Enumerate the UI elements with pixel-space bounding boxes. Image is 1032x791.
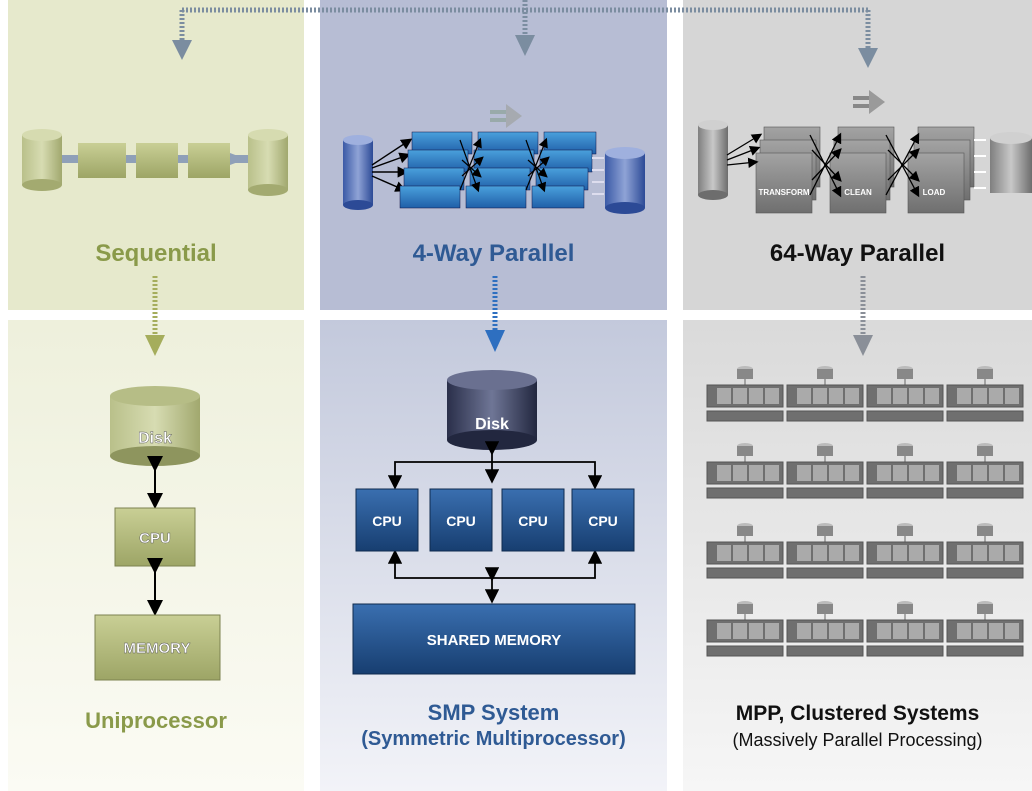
target-cylinder-icon [248,129,288,196]
fanout-arrows [371,138,413,192]
cpu-label-4: CPU [588,513,618,529]
cpu-label-1: CPU [372,513,402,529]
smp-diagram: Disk CPU CPU CPU CPU SHARED MEMORY [352,370,636,675]
mpp-subtitle: (Massively Parallel Processing) [732,730,983,750]
middle-dotted-connectors [145,276,873,356]
mpp-node [706,523,784,579]
smp-system-title: SMP System [427,700,560,725]
output-arrows [974,139,986,189]
cpu-boxes [355,488,635,552]
mpp-node [706,443,784,499]
mpp-node [866,366,944,422]
64way-parallel-pipeline: TRANSFORM CLEAN LOAD [698,90,1032,214]
source-cylinder-icon [343,135,373,210]
uniprocessor-diagram: Disk CPU MEMORY [94,386,221,681]
direction-arrow-icon [490,104,522,128]
disk-label: Disk [138,430,172,447]
output-arrows [592,157,604,195]
disk-label: Disk [475,416,509,433]
mpp-node [866,601,944,657]
stage-stacks [755,126,975,214]
uniprocessor-title: Uniprocessor [85,708,227,733]
cpu-label: CPU [139,530,171,547]
source-cylinder-icon [698,120,728,200]
mpp-node [946,523,1024,579]
load-label: LOAD [923,188,946,197]
mpp-node [706,366,784,422]
disk-cylinder-icon [110,386,200,466]
4way-parallel-title: 4-Way Parallel [412,240,575,267]
4way-parallel-pipeline [343,104,645,214]
source-cylinder-icon [22,129,62,191]
direction-arrow-icon [853,90,885,114]
mpp-node-grid [706,366,1024,657]
cpu-label-3: CPU [518,513,548,529]
crossing-arrows [459,137,550,193]
mpp-title: MPP, Clustered Systems [735,702,980,725]
cpu-label-2: CPU [446,513,476,529]
fanout-arrows [726,132,920,198]
sequential-pipeline [22,129,288,196]
parallel-stage-layers [399,131,597,209]
clean-label: CLEAN [844,188,872,197]
mpp-node [786,523,864,579]
mpp-node [786,366,864,422]
shared-memory-label: SHARED MEMORY [427,632,561,649]
mpp-node [946,601,1024,657]
memory-label: MEMORY [124,640,191,657]
transform-label: TRANSFORM [758,188,809,197]
mpp-node [866,443,944,499]
mpp-node [866,523,944,579]
sequential-title: Sequential [95,240,217,267]
mpp-node [946,366,1024,422]
disk-cylinder-icon [447,370,537,450]
mpp-node [706,601,784,657]
smp-system-subtitle: (Symmetric Multiprocessor) [361,728,626,750]
mpp-node [786,601,864,657]
mpp-node [786,443,864,499]
64way-parallel-title: 64-Way Parallel [769,240,946,267]
target-cylinder-icon [605,147,645,214]
top-dotted-connector [172,0,878,68]
target-cylinder-icon [990,132,1032,193]
mpp-node [946,443,1024,499]
